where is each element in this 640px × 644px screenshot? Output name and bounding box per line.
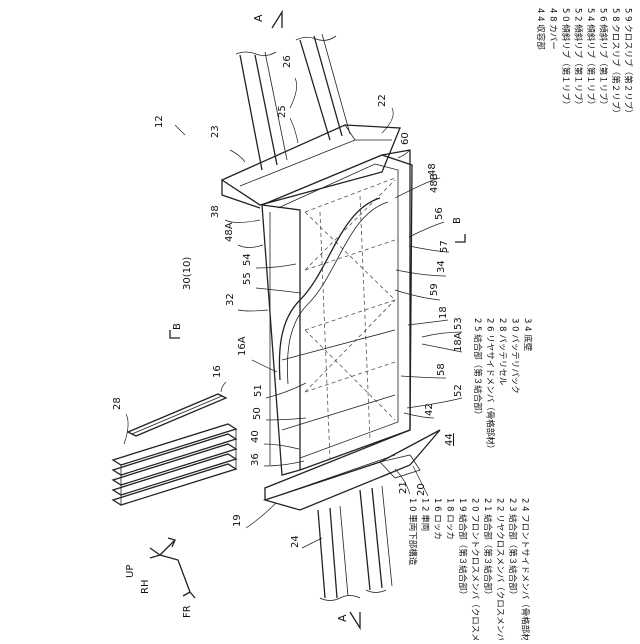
section-mark-a-top: A — [252, 12, 282, 28]
legend-right: 4 4 収容部4 8 カバー5 0 傾斜リブ（第１リブ）5 2 傾斜リブ（第１リ… — [535, 8, 634, 118]
reference-numeral: 16 — [212, 365, 223, 378]
reference-numeral: 36 — [250, 453, 261, 466]
battery-cells — [113, 424, 236, 505]
legend-entry: 1 9 結合部（第３結合部） — [457, 498, 468, 599]
reference-numeral: 30(10) — [182, 257, 193, 290]
reference-numeral: 55 — [242, 272, 253, 285]
reference-numeral: 54 — [242, 253, 253, 266]
section-label-a-bottom: A — [336, 614, 349, 622]
reference-numeral: 48A — [224, 222, 235, 242]
reference-numeral: 28 — [112, 397, 123, 410]
reference-numeral: 38 — [210, 205, 221, 218]
section-label-a-top: A — [252, 14, 265, 22]
reference-numeral: 32 — [225, 293, 236, 306]
reference-numeral: 58 — [436, 363, 447, 376]
section-mark-a-bottom: A — [336, 612, 360, 628]
legend-entry: 4 8 カバー — [548, 8, 558, 50]
reference-numeral: 51 — [253, 384, 264, 397]
reference-numeral: 22 — [377, 94, 388, 107]
legend-entry: 5 4 傾斜リブ（第１リブ） — [585, 8, 596, 109]
reference-numeral: 12 — [154, 115, 165, 128]
section-mark-b-right: B — [452, 217, 465, 242]
reference-numeral: 19 — [232, 514, 243, 527]
reference-numeral: 48B — [429, 173, 440, 193]
rear-cross-member — [222, 125, 400, 208]
reference-numeral: 60 — [400, 132, 411, 145]
reference-numeral: 23 — [210, 125, 221, 138]
reference-numeral: 42 — [424, 403, 435, 416]
reference-numeral: 50 — [252, 407, 263, 420]
legend-entry: 2 5 結合部（第３結合部） — [472, 318, 483, 419]
orientation-indicator: UP RH FR — [125, 538, 195, 618]
legend-entry: 2 2 リヤクロスメンバ（クロスメンバ） — [495, 498, 506, 640]
reference-numeral: 57 — [439, 240, 450, 253]
reference-numeral: 24 — [290, 535, 301, 548]
legend-entry: 3 4 底壁 — [522, 318, 533, 352]
reference-numeral: 44 — [444, 433, 455, 446]
reference-numeral: 59 — [429, 283, 440, 296]
reference-numeral: 52 — [453, 384, 464, 397]
legend-middle: 2 5 結合部（第３結合部）2 6 リヤサイドメンバ（骨格部材）2 8 バッテリ… — [472, 318, 533, 453]
reference-numeral: 18 — [438, 306, 449, 319]
reference-numeral: 40 — [250, 430, 261, 443]
legend-entry: 1 0 車両下部構造 — [407, 498, 418, 566]
legend-entry: 2 0 フロントクロスメンバ（クロスメンバ） — [470, 498, 481, 640]
legend-entry: 5 8 クロスリブ（第２リブ） — [610, 8, 621, 118]
front-side-members — [318, 486, 392, 601]
section-mark-b-left: B — [170, 323, 183, 338]
legend-entry: 5 0 傾斜リブ（第１リブ） — [560, 8, 571, 109]
reference-numeral: 16A — [237, 336, 248, 356]
axis-label-rh: RH — [140, 580, 151, 594]
section-label-b-left: B — [172, 323, 183, 330]
reference-numeral: 26 — [282, 55, 293, 68]
legend-entry: 1 2 車両 — [420, 498, 431, 532]
legend-entry: 4 4 収容部 — [535, 8, 546, 50]
axis-label-up: UP — [125, 565, 136, 578]
reference-numeral: 56 — [434, 207, 445, 220]
legend-entry: 2 3 結合部（第３結合部） — [507, 498, 518, 599]
reference-numeral: 18A — [453, 332, 464, 352]
reference-numeral: 34 — [436, 260, 447, 273]
reference-numeral: 21 — [398, 481, 409, 494]
legend-entry: 3 0 バッテリパック — [510, 318, 520, 394]
legend-entry: 2 4 フロントサイドメンバ（骨格部材） — [520, 498, 531, 640]
axis-label-fr: FR — [182, 605, 193, 618]
legend-left: 1 0 車両下部構造1 2 車両1 6 ロッカ1 8 ロッカ1 9 結合部（第３… — [407, 498, 531, 640]
reference-numeral: 25 — [277, 105, 288, 118]
reference-numeral: 53 — [453, 317, 464, 330]
legend-entry: 1 8 ロッカ — [445, 498, 455, 540]
section-label-b-right: B — [452, 217, 463, 224]
legend-entry: 2 1 結合部（第３結合部） — [482, 498, 493, 599]
legend-entry: 5 9 クロスリブ（第２リブ） — [623, 8, 634, 118]
legend-entry: 1 6 ロッカ — [432, 498, 442, 540]
legend-entry: 2 6 リヤサイドメンバ（骨格部材） — [485, 318, 496, 453]
legend-entry: 5 6 傾斜リブ（第１リブ） — [598, 8, 609, 109]
legend-entry: 2 8 バッテリセル — [497, 318, 507, 386]
reference-numeral: 20 — [416, 483, 427, 496]
legend-entry: 5 2 傾斜リブ（第１リブ） — [573, 8, 584, 109]
